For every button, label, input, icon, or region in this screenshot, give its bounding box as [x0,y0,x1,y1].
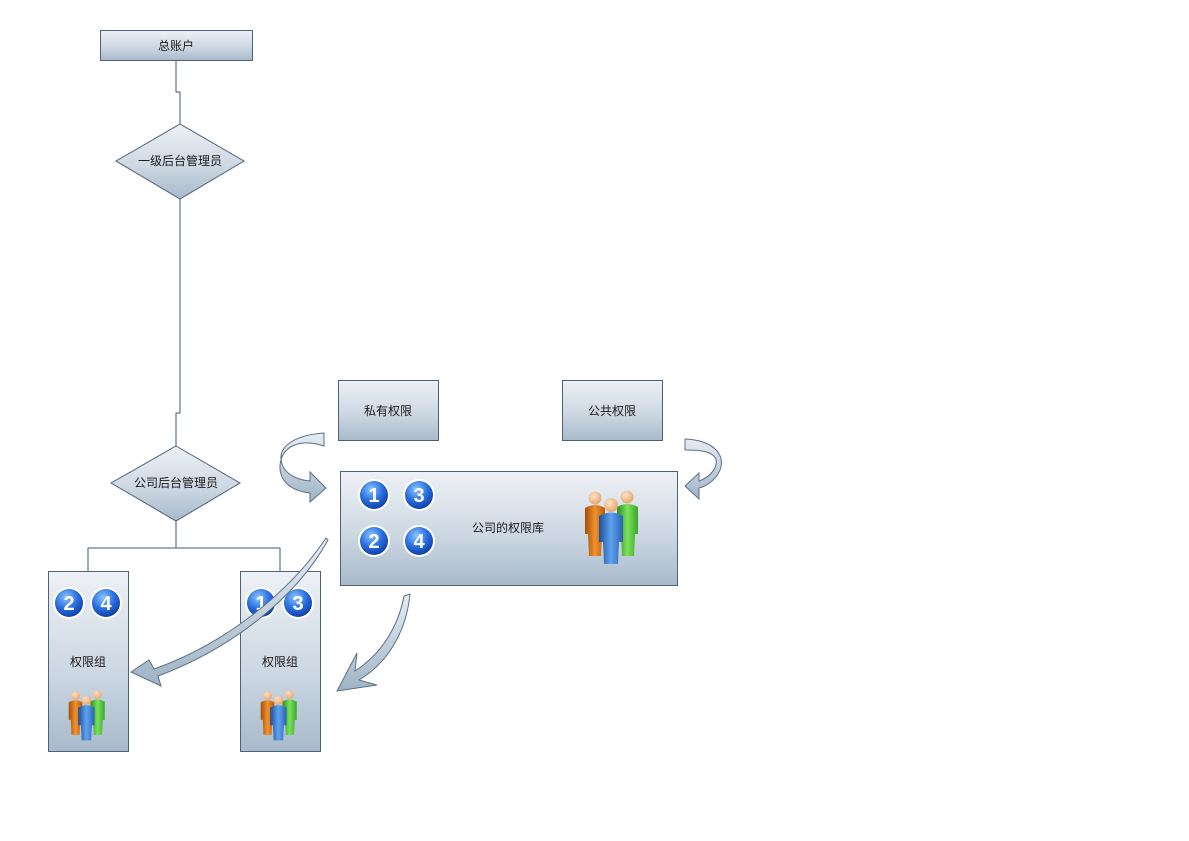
total-account-node: 总账户 [100,30,253,61]
public-permission-node: 公共权限 [562,380,663,441]
svg-text:4: 4 [100,593,112,615]
svg-text:3: 3 [292,593,303,615]
library-badge-2: 2 [358,525,390,557]
svg-text:4: 4 [413,531,425,553]
company-admin-label: 公司后台管理员 [134,475,218,490]
group-left-badge-4: 4 [90,587,122,619]
permission-group-left-node: 2 4 权限组 [48,571,129,752]
connector-lines [87,61,281,571]
svg-text:2: 2 [368,531,379,553]
first-level-admin-node: 一级后台管理员 [115,123,245,200]
private-permission-node: 私有权限 [338,380,439,441]
curved-arrow-icon [684,438,722,501]
people-group-icon [585,490,638,564]
group-right-badge-3: 3 [282,587,314,619]
library-badge-4: 4 [403,525,435,557]
library-badge-3: 3 [403,479,435,511]
first-level-admin-label: 一级后台管理员 [138,153,222,168]
curved-arrow-icon [129,537,329,687]
people-group-icon [260,690,297,741]
public-permission-label: 公共权限 [588,404,636,418]
group-left-badge-2: 2 [53,587,85,619]
curved-arrow-icon [279,432,327,504]
people-group-icon [68,690,105,741]
library-badge-1: 1 [358,479,390,511]
svg-text:3: 3 [413,485,424,507]
permission-group-left-label: 权限组 [70,655,106,669]
svg-text:1: 1 [255,593,266,615]
permission-group-right-node: 1 3 权限组 [240,571,321,752]
connector-admin-to-company-admin [175,199,181,446]
connector-company-admin-to-right-group [176,547,281,571]
svg-text:2: 2 [63,593,74,615]
total-account-label: 总账户 [158,38,194,53]
svg-text:1: 1 [368,485,379,507]
curved-arrow-icon [336,593,411,692]
connector-account-to-admin [175,61,181,124]
permission-group-right-label: 权限组 [262,655,298,669]
private-permission-label: 私有权限 [364,404,412,418]
company-permission-library-node: 公司的权限库 1 3 2 4 [340,471,678,586]
connector-company-admin-to-groups [87,521,177,571]
company-admin-node: 公司后台管理员 [109,445,241,522]
company-permission-library-label: 公司的权限库 [472,520,544,535]
